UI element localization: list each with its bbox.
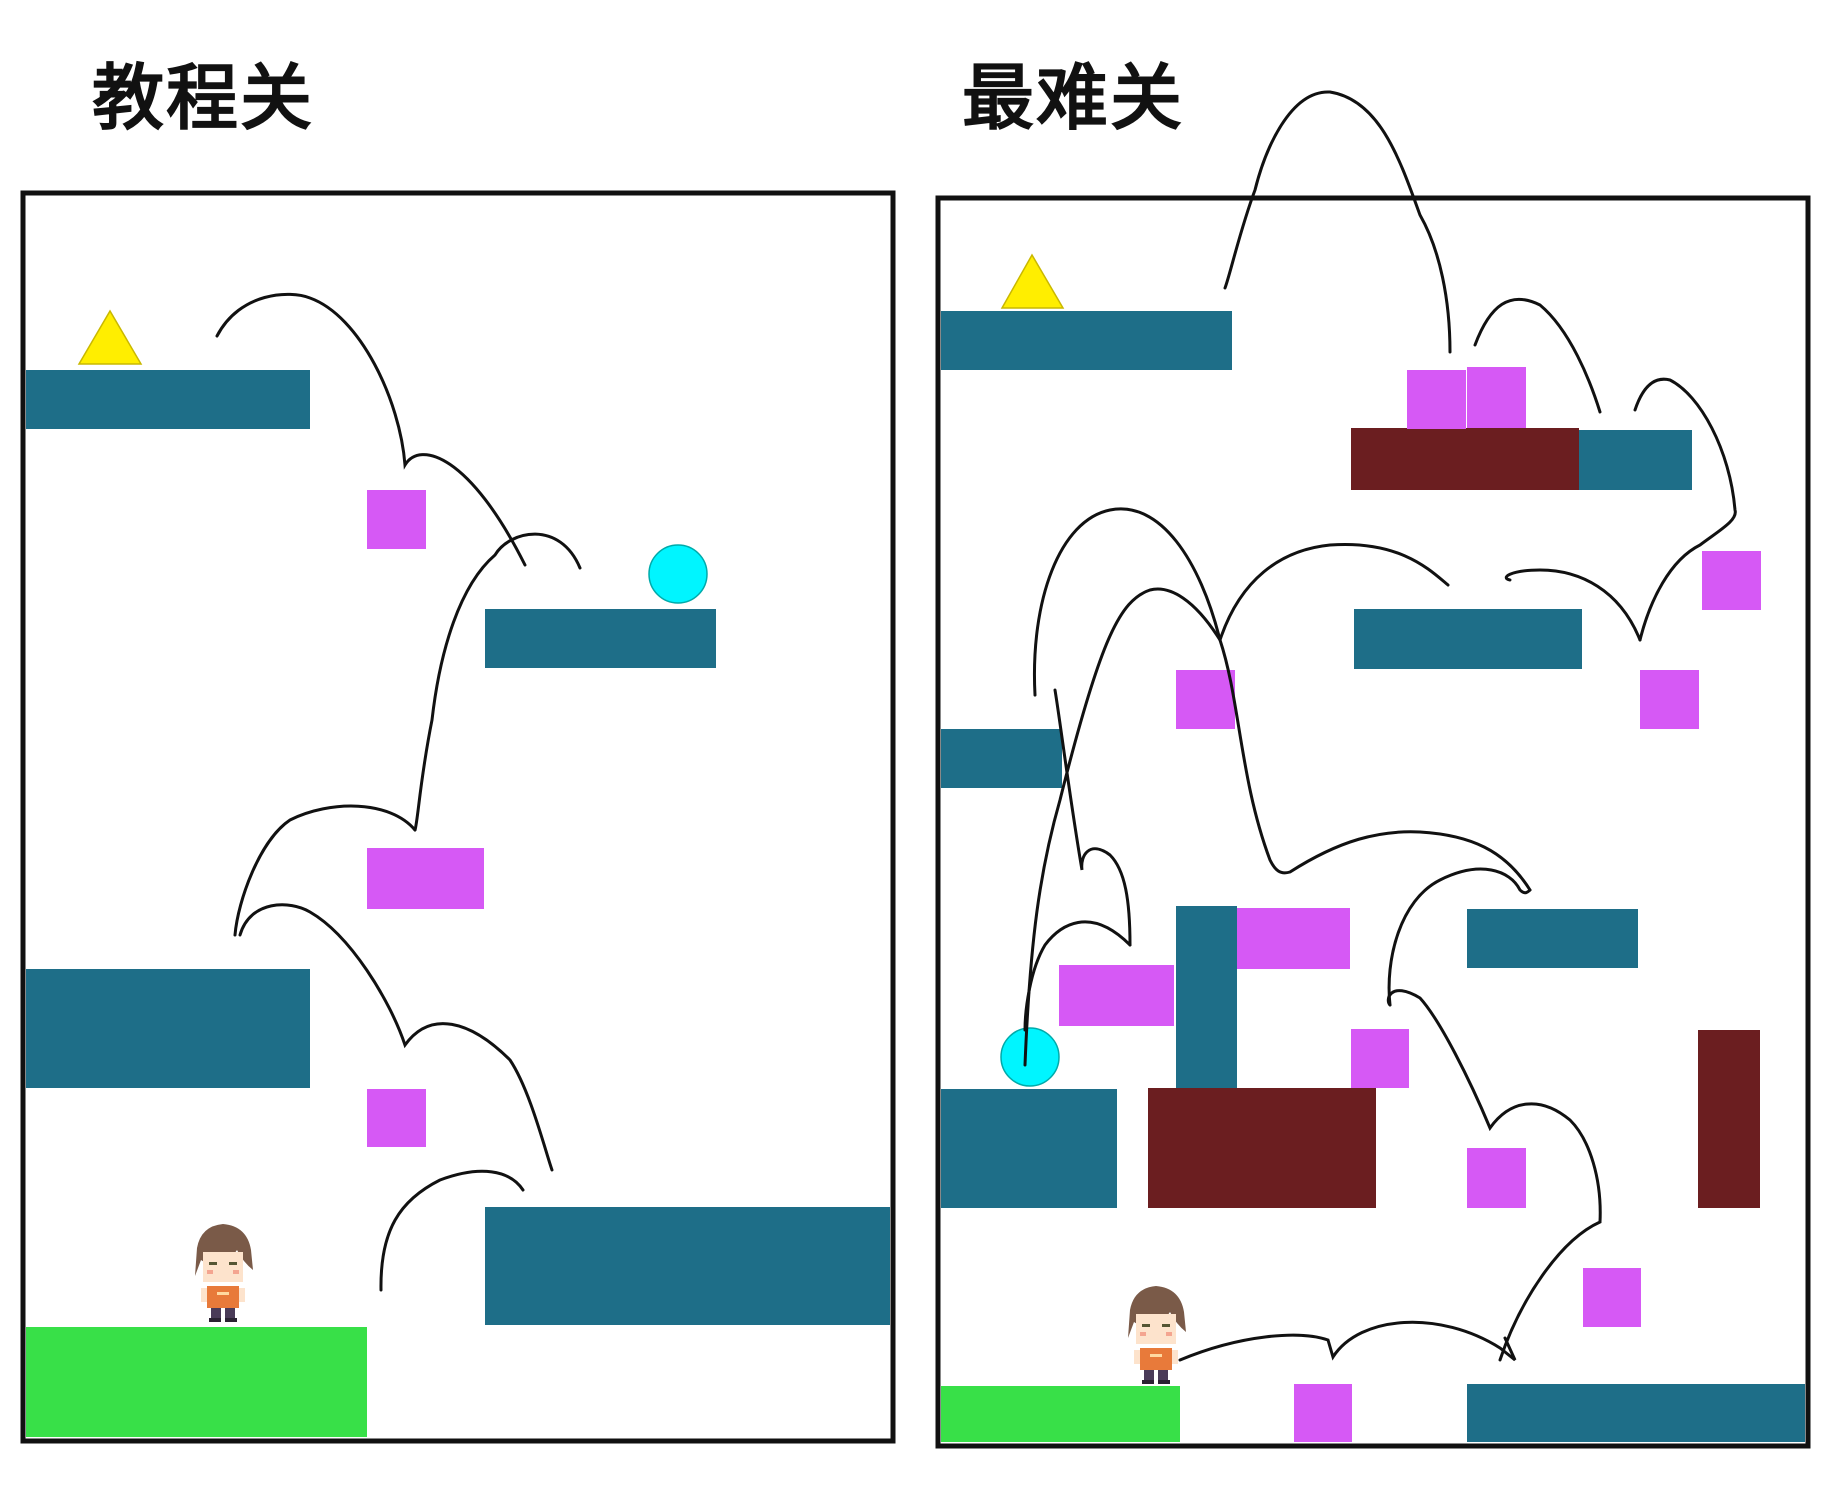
block	[367, 490, 426, 549]
platform	[1467, 1384, 1805, 1442]
orb-icon	[648, 544, 708, 604]
platform	[1467, 909, 1638, 968]
block	[1467, 1148, 1526, 1208]
hazard-block	[1148, 1088, 1376, 1208]
platform	[485, 609, 716, 668]
hardest-level-board	[935, 90, 1811, 1449]
block	[367, 1089, 426, 1147]
platform	[485, 1207, 890, 1325]
platform	[941, 1089, 1117, 1208]
platform	[26, 969, 310, 1088]
orb-icon	[1000, 1027, 1060, 1087]
block	[1351, 1029, 1409, 1088]
platform	[1354, 609, 1582, 669]
triangle-goal-icon	[1000, 253, 1065, 309]
block	[1640, 670, 1699, 729]
title-tutorial-level: 教程关	[92, 56, 315, 140]
jump-path	[1023, 90, 1737, 1362]
platform	[941, 729, 1062, 788]
platform	[941, 311, 1232, 370]
block	[367, 848, 484, 909]
spawn-platform	[941, 1386, 1180, 1442]
block	[1702, 551, 1761, 610]
platform	[1176, 906, 1237, 1090]
jump-path	[215, 292, 582, 1292]
tutorial-level-board	[20, 190, 896, 1444]
platform	[1577, 430, 1692, 490]
block	[1294, 1384, 1352, 1442]
spawn-platform	[26, 1327, 367, 1437]
hazard-block	[1351, 428, 1579, 490]
triangle-goal-icon	[77, 309, 143, 365]
platform	[26, 370, 310, 429]
title-hardest-level: 最难关	[962, 56, 1185, 140]
block	[1176, 670, 1235, 729]
hazard-block	[1698, 1030, 1760, 1208]
block	[1583, 1268, 1641, 1327]
block	[1059, 965, 1174, 1026]
block	[1237, 908, 1350, 969]
block	[1407, 370, 1466, 429]
block	[1467, 367, 1526, 428]
hardest-frame	[935, 195, 1811, 1449]
